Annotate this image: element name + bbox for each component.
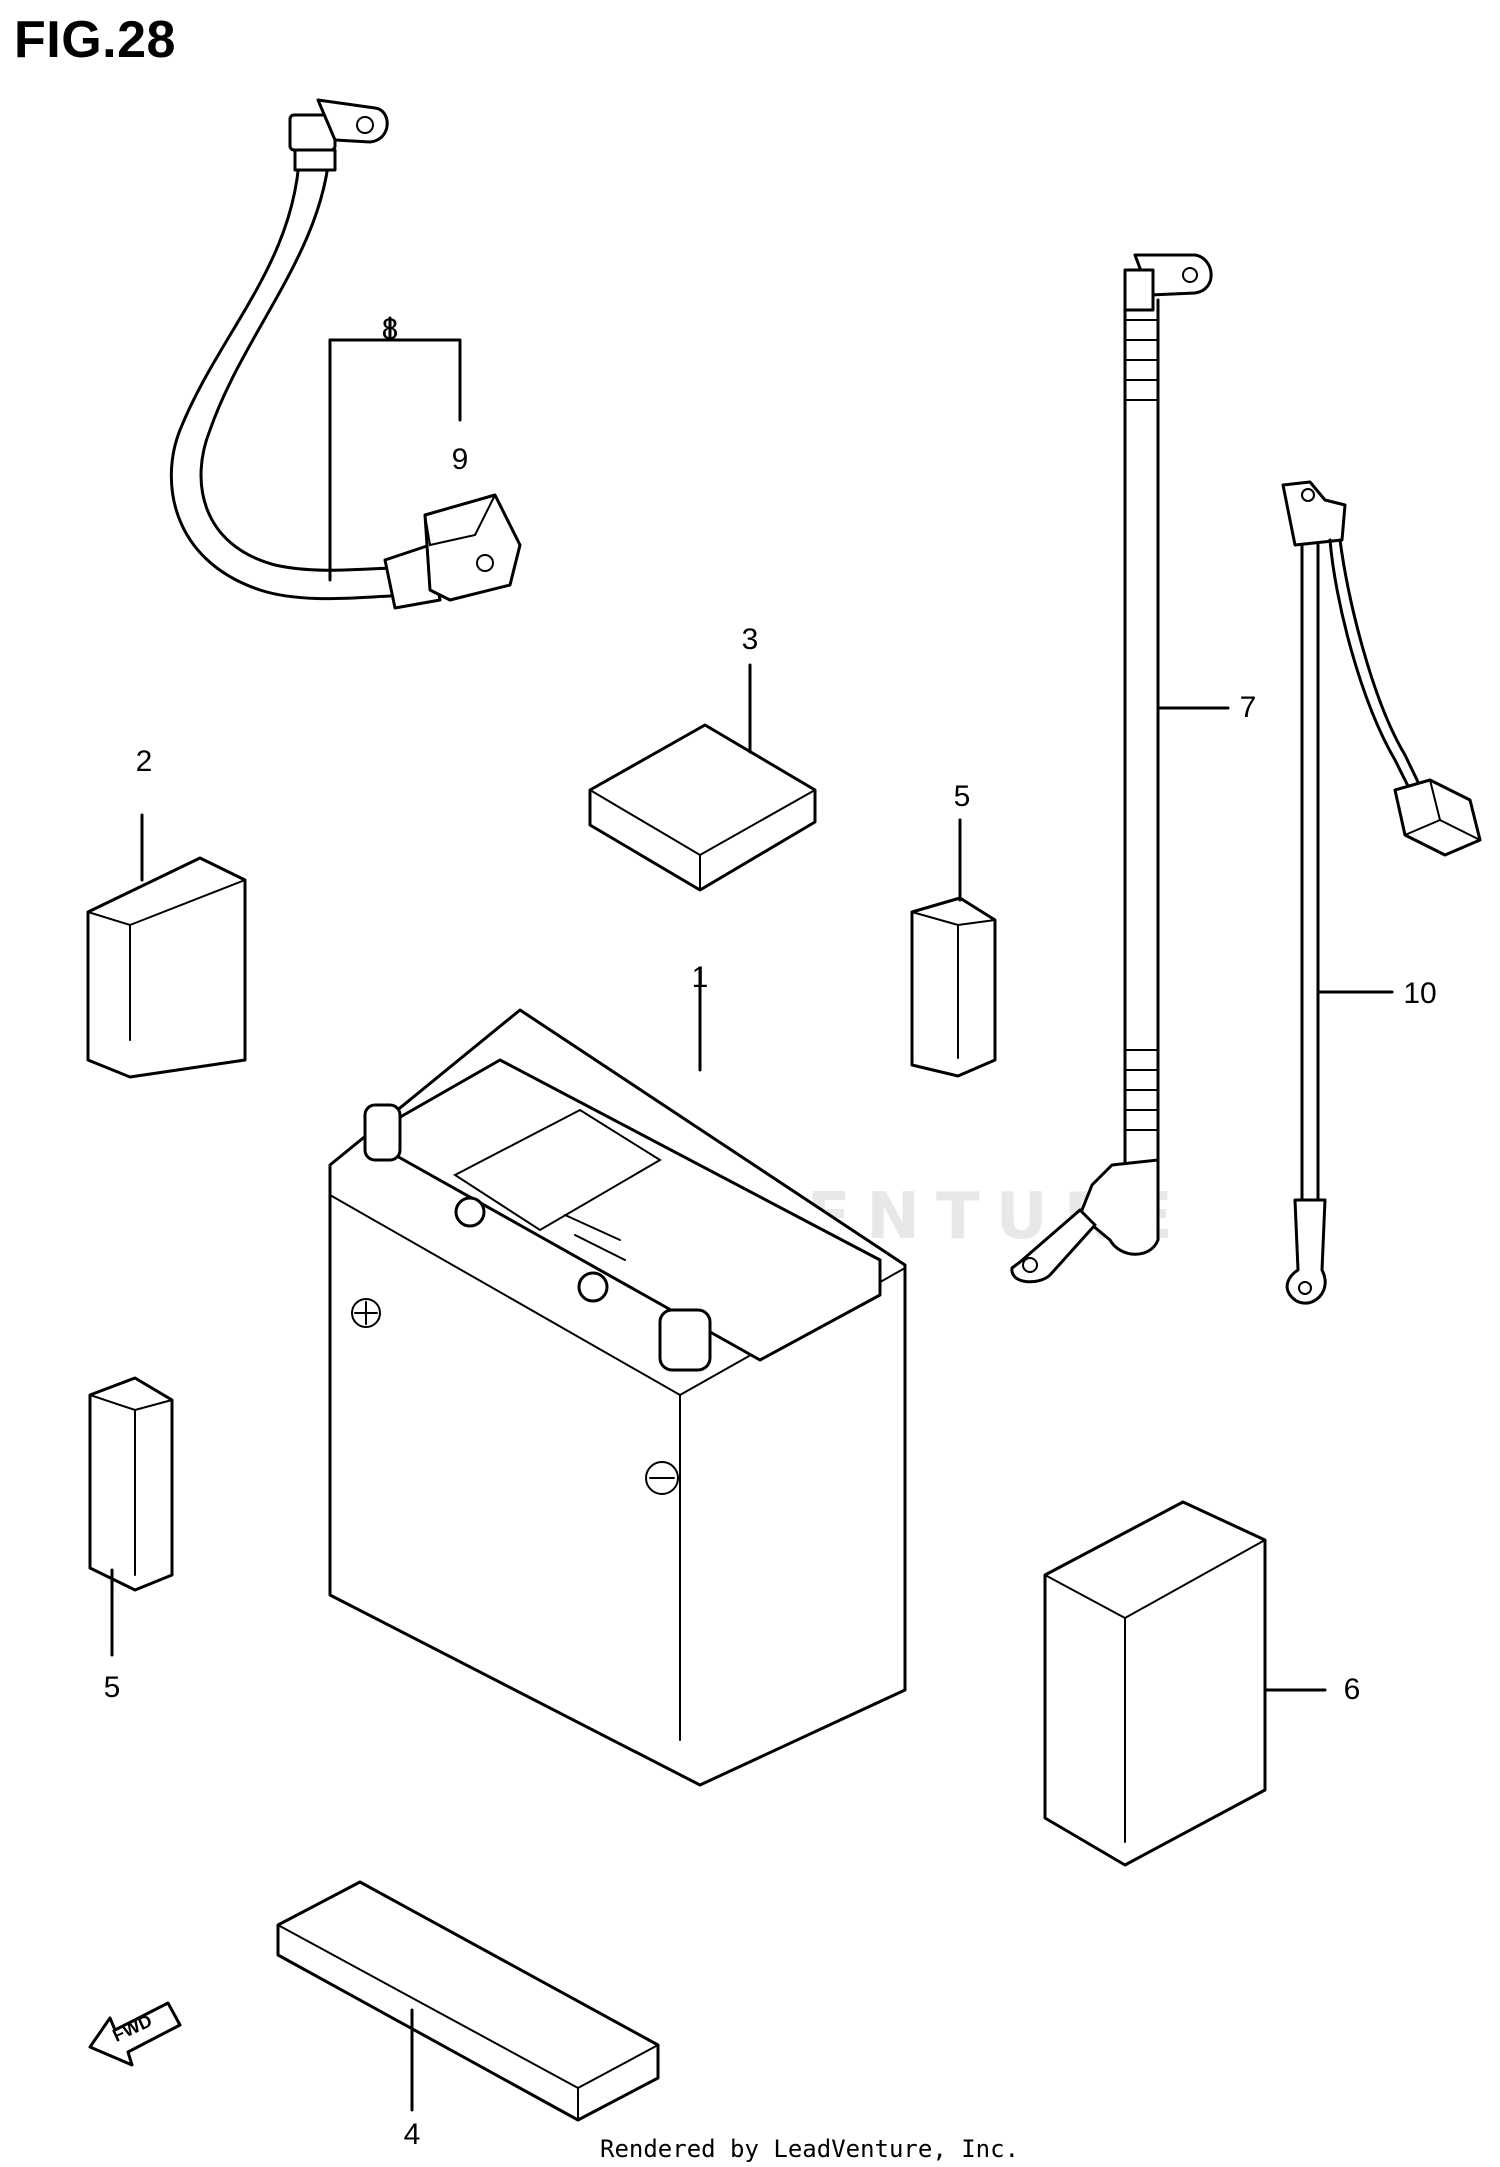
callout-1: 1	[691, 961, 709, 994]
callout-5-lower: 5	[103, 1671, 121, 1704]
callout-5-upper: 5	[953, 780, 971, 813]
callout-10: 10	[1403, 977, 1437, 1010]
box-part-6	[1043, 1500, 1327, 1867]
lead-wire-part-10	[1281, 480, 1482, 1305]
strip-part-4	[276, 1880, 660, 2122]
callout-7: 7	[1239, 691, 1257, 724]
figure-title: FIG.28	[14, 11, 176, 69]
callout-6: 6	[1343, 1673, 1361, 1706]
callout-8: 8	[381, 313, 399, 346]
box-part-2	[86, 813, 247, 1079]
callout-9: 9	[451, 443, 469, 476]
cable-part-7	[1010, 253, 1230, 1284]
block-part-5-upper	[910, 818, 997, 1078]
pad-part-3	[588, 663, 817, 892]
battery-part-1	[328, 968, 907, 1787]
footer-credit: Rendered by LeadVenture, Inc.	[600, 2135, 1020, 2163]
battery-cable-part-8	[169, 98, 522, 610]
forward-arrow-icon	[88, 2001, 182, 2067]
callout-4: 4	[403, 2118, 421, 2151]
callout-2: 2	[135, 745, 153, 778]
block-part-5-lower	[88, 1376, 174, 1657]
callout-3: 3	[741, 623, 759, 656]
